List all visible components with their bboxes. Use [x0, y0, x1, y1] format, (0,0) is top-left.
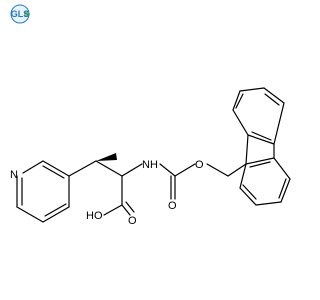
pyridine-bond-inner [42, 165, 65, 179]
fluorene-bond [247, 134, 275, 145]
fluorene-lower-bond [239, 163, 247, 189]
pyridine-bond [16, 206, 44, 223]
fluorene-bond [245, 157, 275, 165]
fluorene-upper-bond-inner [235, 93, 244, 109]
fluorene-lower-bond-inner [242, 184, 257, 200]
acid-co-bond-double [125, 201, 135, 213]
alpha-nh-bond [121, 163, 143, 177]
gls-logo: GLS [5, 4, 35, 24]
stereo-wedge [96, 153, 117, 161]
amide-nh-label: NH [142, 159, 158, 171]
acid-oxygen-label: O [128, 215, 137, 227]
fluorene-lower-bond-inner [278, 178, 287, 199]
fluorene-upper-bond [239, 87, 265, 92]
acid-oh-bond [103, 204, 123, 216]
pyridine-nitrogen-label: N [10, 169, 18, 181]
carbamate-o-bond [174, 163, 196, 177]
ch2-fluorenyl-bond [227, 163, 247, 177]
fluorene-lower-bond [239, 187, 257, 206]
ch2-bond [68, 160, 97, 177]
fluorene-lower-bond [255, 201, 282, 206]
pyridine-bond [22, 160, 44, 174]
acid-co-bond [121, 204, 131, 216]
fluorene-lower-bond-inner [249, 161, 271, 168]
nh-carbonyl-bond [159, 163, 176, 177]
pyridine-bond [42, 160, 70, 177]
fluorene-upper-bond [232, 90, 241, 111]
molecule-structure: N NH O O HO O [10, 87, 291, 227]
fluorene-lower-bond [273, 157, 291, 180]
fluorene-upper-bond-inner [251, 131, 272, 141]
ester-ch2-bond [206, 163, 229, 177]
alpha-bond [95, 160, 123, 177]
ester-oxygen-label: O [195, 159, 204, 171]
fluorene-upper-bond [263, 87, 285, 104]
fluorene-bond [245, 134, 249, 165]
fluorene-lower-bond [280, 178, 291, 203]
pyridine-bond [42, 206, 70, 223]
gls-logo-text: GLS [11, 9, 30, 19]
bonds [16, 87, 291, 223]
fluorene-upper-bond [232, 109, 249, 136]
acid-hydroxyl-label: HO [86, 210, 103, 222]
gls-logo-mark: GLS [10, 4, 30, 24]
carbamate-oxygen-label: O [168, 200, 177, 212]
fluorene-upper-bond [273, 102, 285, 145]
pyridine-bond-inner [44, 203, 67, 217]
fluorene-upper-bond-inner [264, 93, 280, 106]
